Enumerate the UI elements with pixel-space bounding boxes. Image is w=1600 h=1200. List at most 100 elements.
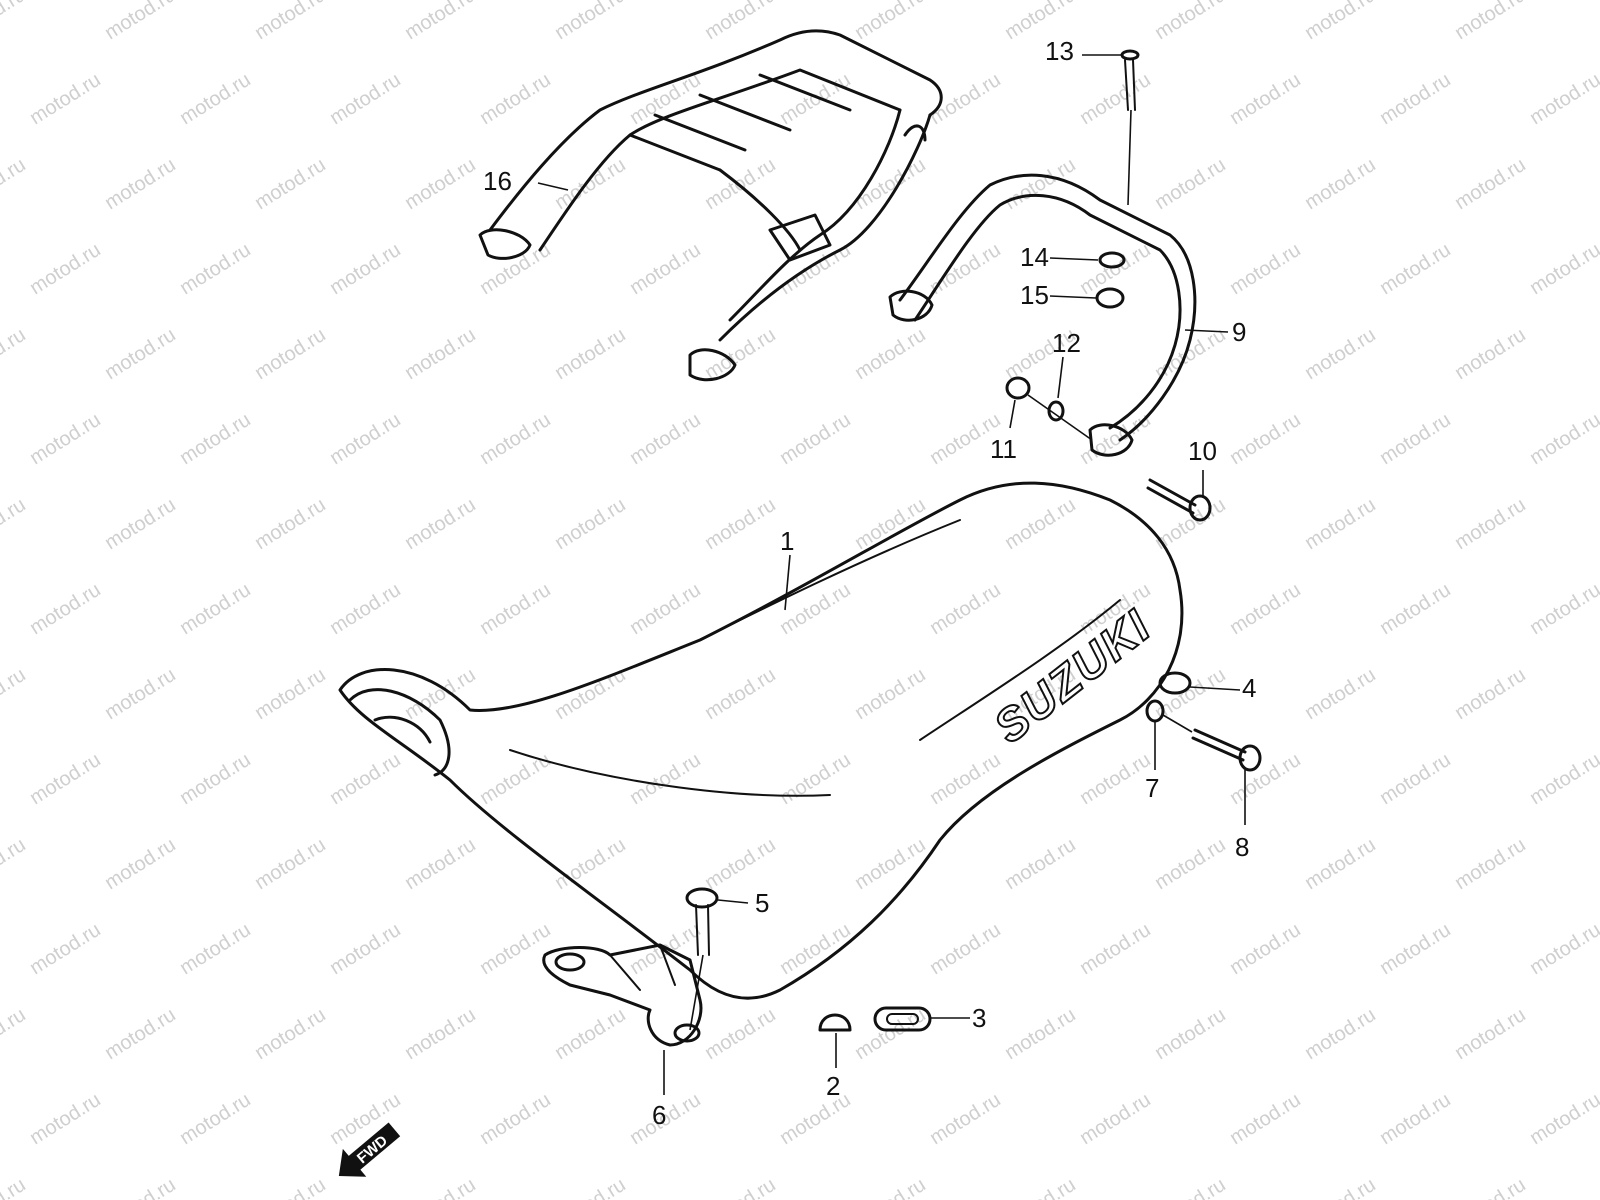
callout-15: 15 <box>1020 280 1049 310</box>
watermark-text: motod.ru <box>0 664 30 724</box>
cushion-3-inner <box>886 1013 919 1025</box>
watermark-text: motod.ru <box>401 834 480 894</box>
watermark-text: motod.ru <box>476 579 555 639</box>
watermark-text: motod.ru <box>551 1174 630 1200</box>
watermark-text: motod.ru <box>776 1089 855 1149</box>
watermark-text: motod.ru <box>101 494 180 554</box>
watermark-text: motod.ru <box>701 324 780 384</box>
bolt-10-shank <box>1146 478 1197 515</box>
callout-8: 8 <box>1235 832 1249 862</box>
watermark-text: motod.ru <box>251 0 330 44</box>
watermark-text: motod.ru <box>1001 1174 1080 1200</box>
watermark-text: motod.ru <box>101 1004 180 1064</box>
bolt-8-axis <box>1162 714 1193 733</box>
watermark-text: motod.ru <box>701 1004 780 1064</box>
watermark-text: motod.ru <box>1376 1089 1455 1149</box>
callout-numbers: 13 14 15 12 11 10 16 9 1 4 7 8 5 6 2 3 <box>483 36 1256 1130</box>
watermark-text: motod.ru <box>551 324 630 384</box>
watermark-text: motod.ru <box>626 579 705 639</box>
grommet-4 <box>1158 671 1192 695</box>
watermark-text: motod.ru <box>926 579 1005 639</box>
screw-5-axis <box>689 954 704 1031</box>
watermark-text: motod.ru <box>1526 919 1600 979</box>
watermark-text: motod.ru <box>626 239 705 299</box>
watermark-text: motod.ru <box>401 1004 480 1064</box>
watermark-text: motod.ru <box>326 919 405 979</box>
watermark-text: motod.ru <box>176 919 255 979</box>
watermark-text: motod.ru <box>101 154 180 214</box>
watermark-text: motod.ru <box>1226 919 1305 979</box>
watermark-text: motod.ru <box>251 324 330 384</box>
callout-5: 5 <box>755 888 769 918</box>
washer-12 <box>1047 400 1065 422</box>
watermark-text: motod.ru <box>1451 154 1530 214</box>
nut-15 <box>1095 287 1125 309</box>
watermark-text: motod.ru <box>1151 1174 1230 1200</box>
watermark-text: motod.ru <box>1376 409 1455 469</box>
watermark-text: motod.ru <box>1226 1089 1305 1149</box>
watermark-text: motod.ru <box>551 0 630 44</box>
watermark-text: motod.ru <box>1451 494 1530 554</box>
watermark-text: motod.ru <box>401 494 480 554</box>
watermark-text: motod.ru <box>1301 154 1380 214</box>
watermark-text: motod.ru <box>101 834 180 894</box>
watermark-text: motod.ru <box>251 154 330 214</box>
watermark-text: motod.ru <box>101 0 180 44</box>
watermark-text: motod.ru <box>851 664 930 724</box>
watermark-text: motod.ru <box>701 0 780 44</box>
callout-9: 9 <box>1232 317 1246 347</box>
cap-2 <box>818 1013 852 1032</box>
callout-1: 1 <box>780 526 794 556</box>
watermark-text: motod.ru <box>1451 324 1530 384</box>
watermark-text: motod.ru <box>476 69 555 129</box>
watermark-text: motod.ru <box>1526 239 1600 299</box>
watermark-text: motod.ru <box>851 154 930 214</box>
callout-12: 12 <box>1052 328 1081 358</box>
watermark-text: motod.ru <box>1301 664 1380 724</box>
watermark-text: motod.ru <box>1451 1174 1530 1200</box>
hardware-parts <box>685 49 1262 1032</box>
watermark-text: motod.ru <box>1376 919 1455 979</box>
watermark-text: motod.ru <box>176 1089 255 1149</box>
watermark-text: motod.ru <box>0 1004 30 1064</box>
watermark-text: motod.ru <box>326 69 405 129</box>
watermark-text: motod.ru <box>101 1174 180 1200</box>
watermark-text: motod.ru <box>1376 239 1455 299</box>
callout-13: 13 <box>1045 36 1074 66</box>
watermark-text: motod.ru <box>1526 409 1600 469</box>
watermark-text: motod.ru <box>251 494 330 554</box>
watermark-text: motod.ru <box>626 749 705 809</box>
watermark-text: motod.ru <box>326 579 405 639</box>
watermark-text: motod.ru <box>0 324 30 384</box>
watermark-text: motod.ru <box>176 409 255 469</box>
watermark-text: motod.ru <box>401 1174 480 1200</box>
watermark-text: motod.ru <box>1526 1089 1600 1149</box>
watermark-text: motod.ru <box>1451 0 1530 44</box>
watermark-text: motod.ru <box>1151 834 1230 894</box>
callout-16: 16 <box>483 166 512 196</box>
watermark-text: motod.ru <box>326 239 405 299</box>
watermark-text: motod.ru <box>1076 919 1155 979</box>
watermark-text: motod.ru <box>1301 834 1380 894</box>
screw-5-head <box>685 887 719 909</box>
watermark-text: motod.ru <box>326 749 405 809</box>
watermark-text: motod.ru <box>851 0 930 44</box>
watermark-text: motod.ru <box>1226 239 1305 299</box>
washer-7 <box>1145 699 1165 723</box>
watermark-text: motod.ru <box>551 494 630 554</box>
watermark-text: motod.ru <box>776 749 855 809</box>
watermark-text: motod.ru <box>176 69 255 129</box>
watermark-text: motod.ru <box>1376 69 1455 129</box>
watermark-text: motod.ru <box>251 664 330 724</box>
watermark-text: motod.ru <box>0 0 30 44</box>
nut-11 <box>1005 376 1031 400</box>
watermark-text: motod.ru <box>851 1174 930 1200</box>
watermark-text: motod.ru <box>26 749 105 809</box>
watermark-text: motod.ru <box>26 579 105 639</box>
callout-3: 3 <box>972 1003 986 1033</box>
watermark-text: motod.ru <box>26 1089 105 1149</box>
watermark-text: motod.ru <box>401 0 480 44</box>
watermark-text: motod.ru <box>1526 749 1600 809</box>
watermark-text: motod.ru <box>0 154 30 214</box>
